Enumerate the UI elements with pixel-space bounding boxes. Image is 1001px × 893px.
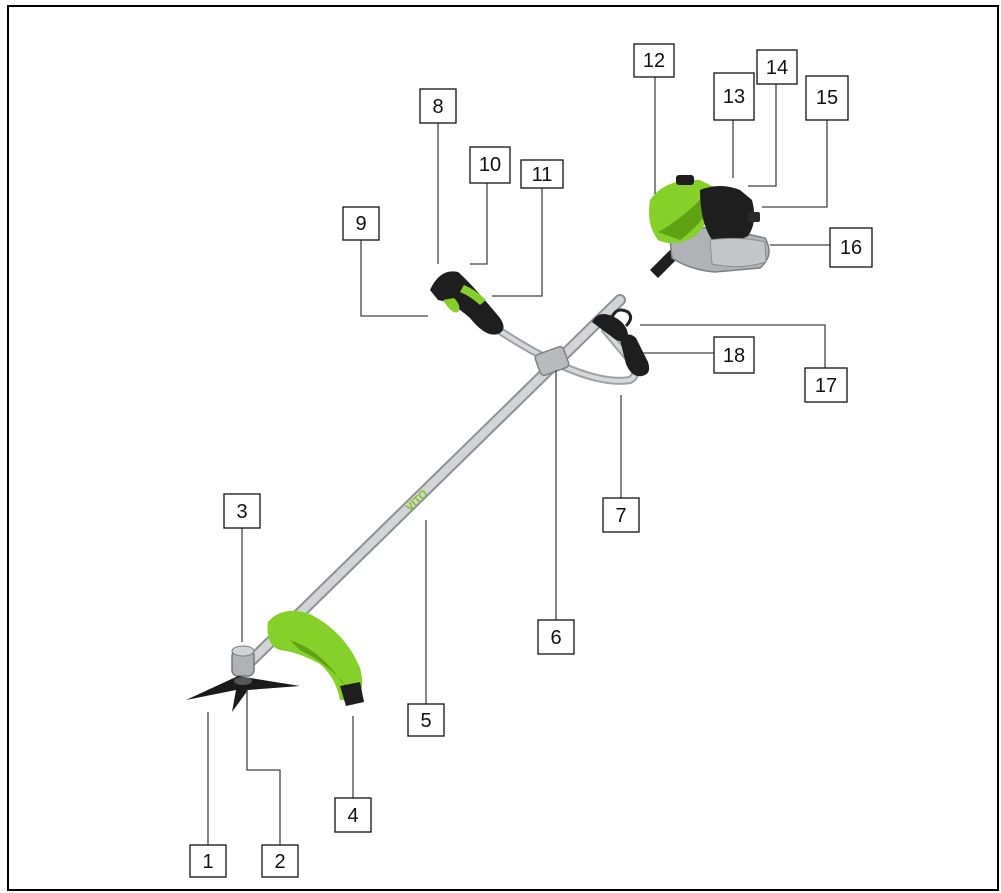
blade-hub (234, 677, 252, 685)
callout-label-2: 2 (274, 851, 285, 873)
callout-label-5: 5 (420, 710, 431, 732)
gear-head-top (232, 646, 254, 656)
callout-label-11: 11 (532, 164, 553, 186)
callout-label-17: 17 (815, 375, 837, 397)
callout-label-7: 7 (615, 505, 626, 527)
choke-lever (748, 212, 760, 222)
callout-label-15: 15 (816, 87, 838, 109)
callout-label-13: 13 (723, 86, 745, 108)
callout-label-1: 1 (202, 851, 213, 873)
callout-label-8: 8 (432, 96, 443, 118)
callout-label-6: 6 (550, 627, 561, 649)
callout-label-9: 9 (355, 213, 366, 235)
callout-label-16: 16 (840, 237, 862, 259)
callout-label-3: 3 (236, 501, 247, 523)
callout-label-14: 14 (766, 57, 788, 79)
fuel-tank (710, 238, 766, 266)
callout-label-18: 18 (723, 345, 745, 367)
diagram-frame (8, 6, 998, 890)
engine-top-handle (676, 175, 694, 185)
callout-label-12: 12 (643, 50, 665, 72)
callout-label-10: 10 (479, 154, 501, 176)
callout-label-4: 4 (347, 805, 358, 827)
